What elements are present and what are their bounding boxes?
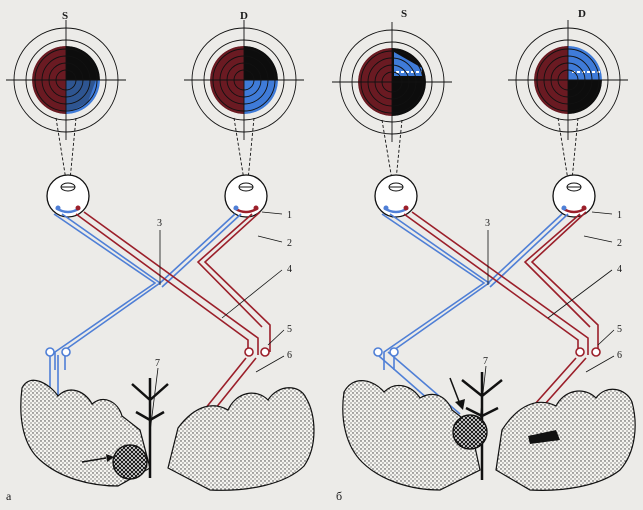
callout-2-a: 2 xyxy=(287,238,292,249)
visual-field-left-b xyxy=(332,22,452,142)
callout-4-a: 4 xyxy=(287,264,292,275)
visual-field-left-a xyxy=(6,20,126,140)
arrow-icon xyxy=(450,378,465,410)
callout-1-a: 1 xyxy=(287,210,292,221)
eye-icon xyxy=(375,175,417,217)
lesion-hatched-circle xyxy=(453,415,487,449)
panel-b: S D xyxy=(332,8,635,503)
occipital-cortex-b xyxy=(343,372,635,490)
callout-1-b: 1 xyxy=(617,210,622,221)
eye-label-s-a: S xyxy=(62,10,68,22)
panel-label-a: a xyxy=(6,489,12,503)
eye-icon xyxy=(225,175,267,217)
occipital-cortex-a xyxy=(21,378,314,490)
eye-icon xyxy=(47,175,89,217)
callout-3-a: 3 xyxy=(157,218,162,229)
eye-label-d-b: D xyxy=(578,8,586,20)
callout-7-a: 7 xyxy=(155,358,160,369)
projection-lines-b xyxy=(382,118,578,180)
callout-2-b: 2 xyxy=(617,238,622,249)
callout-5-b: 5 xyxy=(617,324,622,335)
eye-label-d-a: D xyxy=(240,10,248,22)
eye-icon xyxy=(553,175,595,217)
callout-6-a: 6 xyxy=(287,350,292,361)
visual-field-right-a xyxy=(184,20,304,140)
callout-3-b: 3 xyxy=(485,218,490,229)
callout-4-b: 4 xyxy=(617,264,622,275)
eye-label-s-b: S xyxy=(401,8,407,20)
visual-field-right-b xyxy=(508,20,628,140)
callout-6-b: 6 xyxy=(617,350,622,361)
panel-a: S D xyxy=(6,10,314,503)
callout-5-a: 5 xyxy=(287,324,292,335)
lesion-hatched-circle xyxy=(113,445,147,479)
panel-label-b: б xyxy=(336,489,342,503)
projection-lines-a xyxy=(56,118,254,180)
callout-7-b: 7 xyxy=(483,356,488,367)
